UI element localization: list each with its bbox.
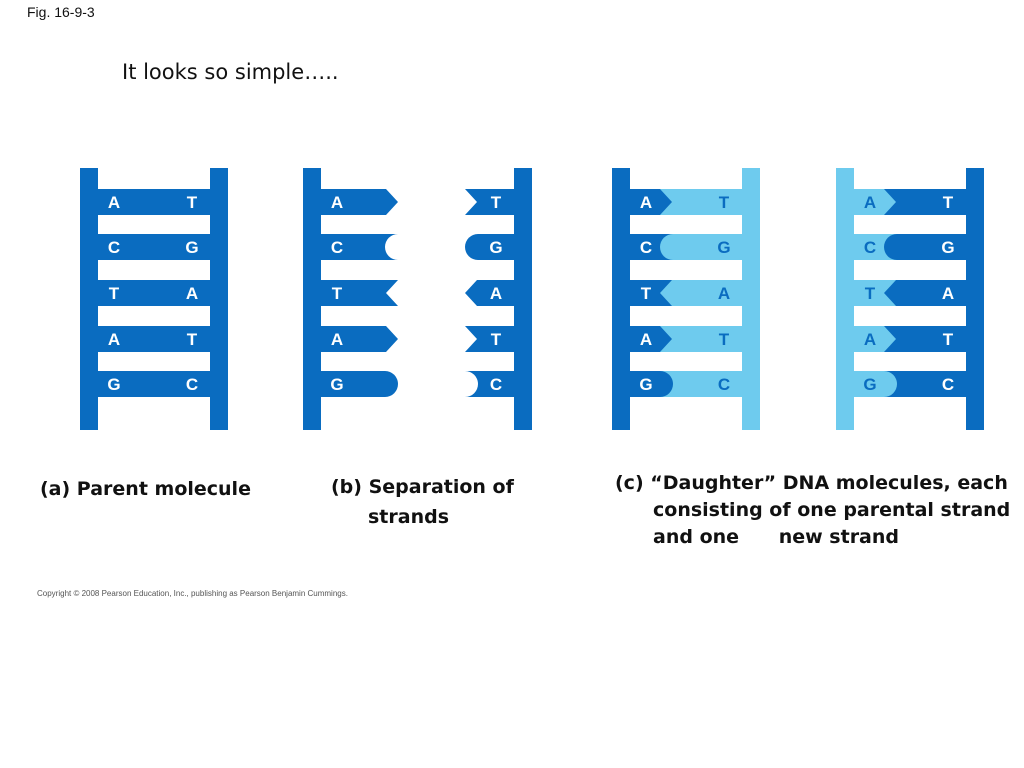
slide-subtitle: It looks so simple…..: [122, 60, 339, 84]
daughter-2-right-letter-0: T: [943, 193, 954, 212]
separated-left-base-3: [320, 326, 398, 352]
parent-molecule-right-letter-0: T: [187, 193, 198, 212]
daughter-2-left-letter-3: A: [864, 330, 876, 349]
parent-molecule-left-letter-2: T: [109, 284, 120, 303]
daughter-1-left-letter-3: A: [640, 330, 652, 349]
separated-right-base-1: [465, 234, 515, 260]
separated-left-letter-2: T: [332, 284, 343, 303]
daughter-2-right-base-4: [884, 371, 967, 397]
separated-left-backbone: [303, 168, 321, 430]
daughter-1-right-base-3: [660, 326, 743, 352]
parent-molecule-left-letter-3: A: [108, 330, 120, 349]
parent-molecule-right-letter-1: G: [185, 238, 198, 257]
daughter-2-right-letter-2: A: [942, 284, 954, 303]
parent-molecule-right-base-2: [128, 280, 211, 306]
parent-molecule-left-letter-0: A: [108, 193, 120, 212]
caption-separation-of-strands: (b) Separation of strands: [331, 474, 514, 530]
caption-c-line-3: and one new strand: [653, 526, 900, 548]
daughter-1-right-base-2: [660, 280, 743, 306]
separated-right-base-4: [465, 371, 515, 397]
parent-molecule-right-letter-2: A: [186, 284, 198, 303]
daughter-2-right-letter-1: G: [941, 238, 954, 257]
separated-left-base-4: [320, 371, 398, 397]
daughter-1-right-base-4: [660, 371, 743, 397]
separated-right-backbone: [514, 168, 532, 430]
parent-molecule-right-letter-4: C: [186, 375, 198, 394]
daughter-2-left-letter-4: G: [863, 375, 876, 394]
daughter-1-left-letter-4: G: [639, 375, 652, 394]
parent-molecule-right-base-1: [128, 234, 211, 260]
daughter-1-right-letter-0: T: [719, 193, 730, 212]
caption-parent-molecule: (a) Parent molecule: [40, 476, 251, 502]
daughter-1-left-backbone: [612, 168, 630, 430]
parent-molecule-right-base-3: [128, 326, 211, 352]
daughter-2-right-base-1: [884, 234, 967, 260]
daughter-2-right-backbone: [966, 168, 984, 430]
daughter-1-left-letter-2: T: [641, 284, 652, 303]
daughter-1-right-letter-2: A: [718, 284, 730, 303]
separated-right-base-2: [465, 280, 515, 306]
separated-left-letter-1: C: [331, 238, 343, 257]
separated-left-letter-4: G: [330, 375, 343, 394]
daughter-1-right-letter-3: T: [719, 330, 730, 349]
daughter-2-right-letter-3: T: [943, 330, 954, 349]
separated-left-base-2: [320, 280, 398, 306]
caption-b-line-1: (b) Separation of: [331, 476, 514, 498]
separated-right-base-0: [465, 189, 515, 215]
parent-molecule-left-letter-4: G: [107, 375, 120, 394]
caption-c-line-2: consisting of one parental strand: [653, 499, 1011, 521]
daughter-1-right-letter-4: C: [718, 375, 730, 394]
caption-a-line-1: (a) Parent molecule: [40, 478, 251, 500]
daughter-2-left-letter-1: C: [864, 238, 876, 257]
daughter-2-left-letter-2: T: [865, 284, 876, 303]
parent-molecule-right-letter-3: T: [187, 330, 198, 349]
daughter-2-right-base-2: [884, 280, 967, 306]
separated-right-letter-4: C: [490, 375, 502, 394]
daughter-1-right-letter-1: G: [717, 238, 730, 257]
caption-b-line-2: strands: [368, 506, 450, 528]
daughter-1-left-letter-0: A: [640, 193, 652, 212]
daughter-1-left-letter-1: C: [640, 238, 652, 257]
daughter-2-left-backbone: [836, 168, 854, 430]
parent-molecule-left-letter-1: C: [108, 238, 120, 257]
separated-left-base-0: [320, 189, 398, 215]
separated-right-letter-1: G: [489, 238, 502, 257]
figure-label: Fig. 16-9-3: [27, 4, 95, 20]
daughter-2-right-base-3: [884, 326, 967, 352]
parent-molecule-left-backbone: [80, 168, 98, 430]
parent-molecule-right-base-4: [128, 371, 211, 397]
separated-right-letter-2: A: [490, 284, 502, 303]
daughter-2-right-base-0: [884, 189, 967, 215]
copyright-notice: Copyright © 2008 Pearson Education, Inc.…: [37, 589, 348, 598]
separated-left-base-1: [320, 234, 398, 260]
daughter-2-right-letter-4: C: [942, 375, 954, 394]
caption-c-line-1: (c) “Daughter” DNA molecules, each: [615, 472, 1008, 494]
separated-right-letter-3: T: [491, 330, 502, 349]
separated-left-letter-0: A: [331, 193, 343, 212]
separated-right-base-3: [465, 326, 515, 352]
daughter-2-left-letter-0: A: [864, 193, 876, 212]
parent-molecule-right-backbone: [210, 168, 228, 430]
daughter-1-right-backbone: [742, 168, 760, 430]
daughter-1-right-base-1: [660, 234, 743, 260]
separated-right-letter-0: T: [491, 193, 502, 212]
daughter-1-right-base-0: [660, 189, 743, 215]
separated-left-letter-3: A: [331, 330, 343, 349]
caption-daughter-molecules: (c) “Daughter” DNA molecules, each consi…: [615, 470, 1010, 551]
parent-molecule-right-base-0: [128, 189, 211, 215]
